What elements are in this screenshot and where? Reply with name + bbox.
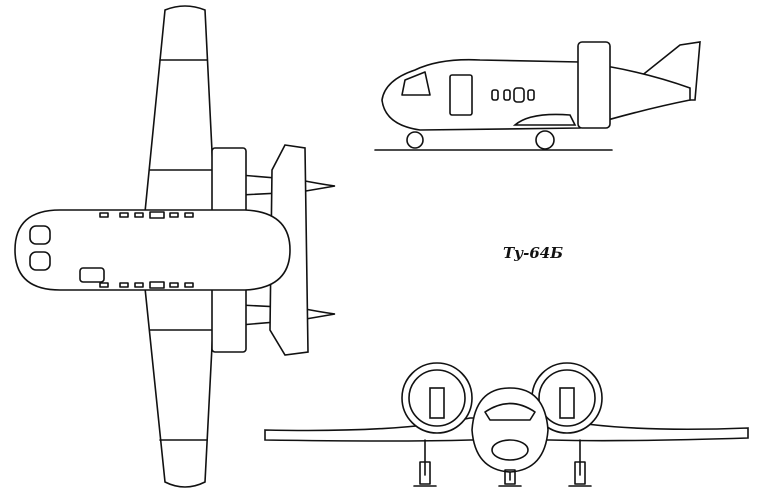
upper-wing <box>144 5 216 213</box>
side-view <box>374 41 701 151</box>
aircraft-designation-label: Ту-64Б <box>503 244 564 262</box>
front-view <box>264 362 749 487</box>
nose-wheel <box>406 131 424 149</box>
top-view <box>14 5 336 488</box>
main-wheel <box>535 130 555 150</box>
engine-nacelle-side <box>577 41 611 129</box>
lower-wing <box>144 287 216 488</box>
fuselage-side <box>381 58 691 131</box>
fuselage-top <box>14 209 291 291</box>
landing-gear <box>413 439 592 487</box>
